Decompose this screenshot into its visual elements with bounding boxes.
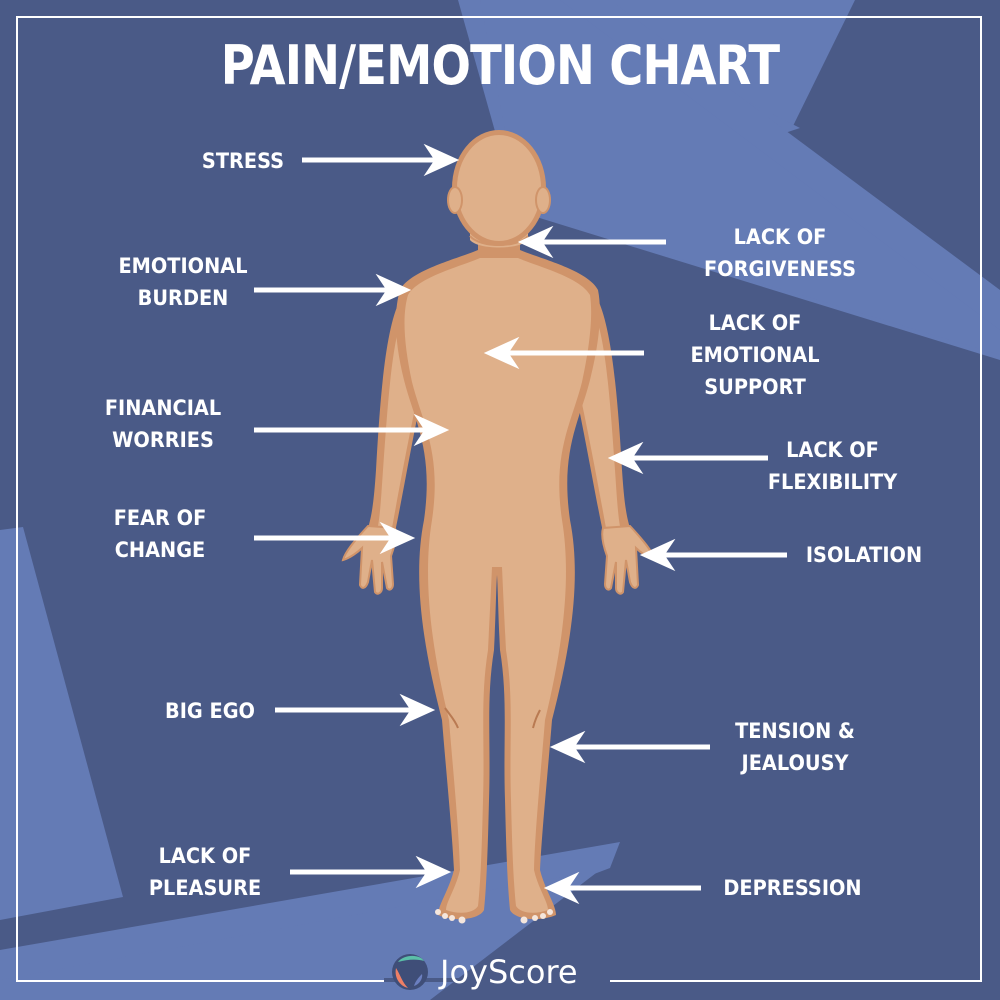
- label-isolation: ISOLATION: [805, 543, 923, 567]
- label-stress: STRESS: [201, 149, 285, 173]
- label-big-ego: BIG EGO: [165, 699, 255, 723]
- joyscore-wordmark: JoyScore: [440, 953, 578, 991]
- label-lack-of-pleasure: LACK OF PLEASURE: [148, 844, 262, 900]
- label-depression: DEPRESSION: [723, 876, 862, 900]
- label-emotional-burden: EMOTIONAL BURDEN: [118, 254, 248, 310]
- label-tension-jealousy: TENSION & JEALOUSY: [735, 719, 855, 775]
- chart-title: PAIN/EMOTION CHART: [220, 34, 780, 97]
- label-lack-of-forgiveness: LACK OF FORGIVENESS: [703, 225, 857, 281]
- label-lack-of-emotional-support: LACK OF EMOTIONAL SUPPORT: [690, 311, 820, 399]
- logo-gap: [384, 978, 610, 982]
- joyscore-logo-icon: [392, 954, 428, 990]
- label-lack-of-flexibility: LACK OF FLEXIBILITY: [767, 438, 898, 494]
- human-body-illustration: [341, 130, 657, 924]
- joyscore-logo: JoyScore: [390, 952, 578, 992]
- arrows: [254, 143, 787, 905]
- label-fear-of-change: FEAR OF CHANGE: [113, 506, 207, 562]
- label-financial-worries: FINANCIAL WORRIES: [104, 396, 222, 452]
